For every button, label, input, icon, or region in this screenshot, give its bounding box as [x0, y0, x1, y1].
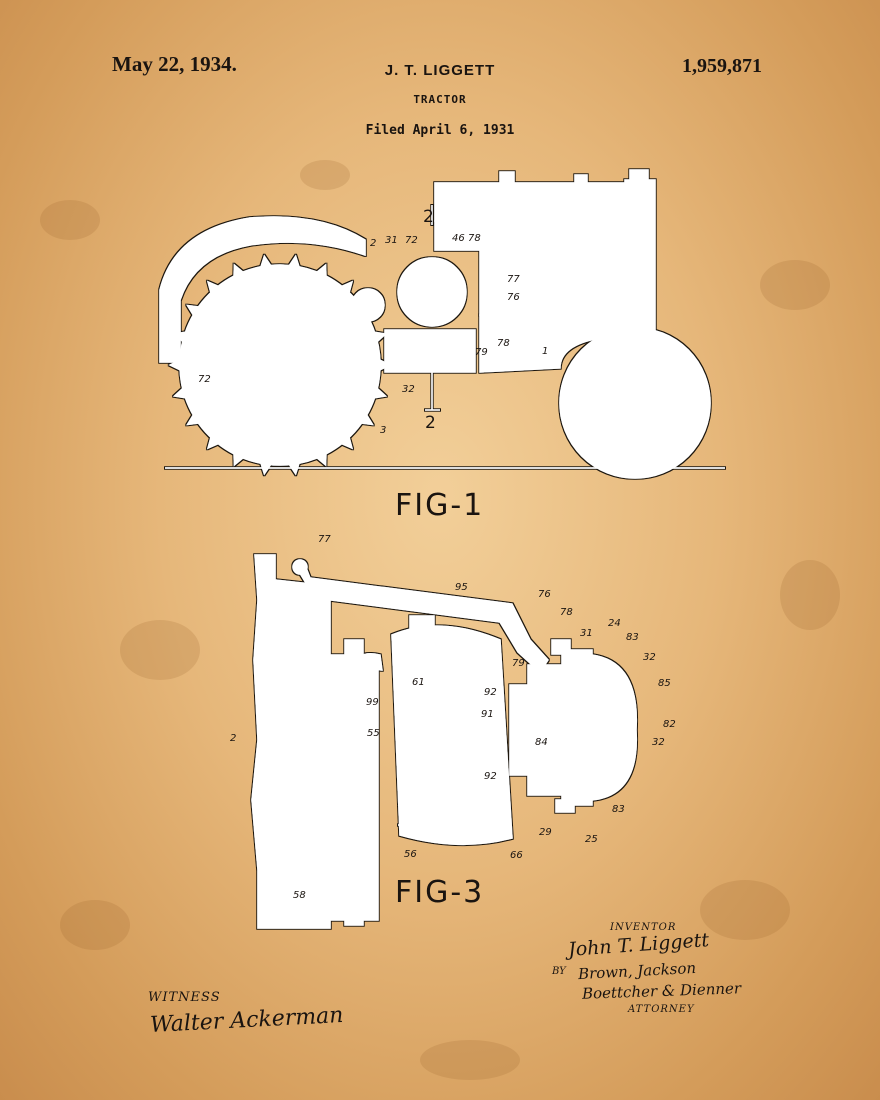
- inventor-name: J. T. LIGGETT: [384, 62, 496, 79]
- fig1-ref: 46: [452, 233, 465, 244]
- fig3-ref: 55: [367, 728, 380, 739]
- wheel-spoke: [646, 374, 693, 398]
- fig3-ref: 31: [580, 628, 593, 639]
- wheel-spoke: [304, 337, 364, 358]
- wheel-spoke: [227, 385, 266, 437]
- witness-label: WITNESS: [148, 990, 221, 1005]
- wheel-spoke: [252, 281, 273, 341]
- fig3-ref: 95: [455, 582, 468, 593]
- fig1-tractor: [159, 169, 725, 479]
- wheel-spoke: [208, 312, 260, 351]
- wheel-spoke: [294, 385, 333, 437]
- fig1-ref: 78: [497, 338, 510, 349]
- fig3-ref: 84: [535, 737, 548, 748]
- wheel-spoke: [196, 372, 256, 393]
- fig3-ref: 61: [412, 677, 425, 688]
- fig1-ref: 3: [380, 425, 386, 436]
- fig1-ref: 77: [507, 274, 520, 285]
- wheel-spoke: [577, 408, 624, 432]
- fig1-ref: 2: [370, 238, 376, 249]
- fig3-ref: 25: [585, 834, 598, 845]
- fig1-ref: 1: [542, 346, 548, 357]
- fig3-detail: [251, 554, 638, 929]
- fig3-ref: 83: [612, 804, 625, 815]
- wheel-spoke: [642, 352, 676, 394]
- fig3-ref: 32: [643, 652, 656, 663]
- wheel-spoke: [594, 412, 628, 454]
- wheel-spoke: [304, 372, 364, 393]
- fig1-ref: 78: [468, 233, 481, 244]
- fig3-label: FIG-3: [395, 875, 484, 910]
- patent-title: TRACTOR: [413, 93, 467, 106]
- fig3-ref: 92: [484, 687, 497, 698]
- fig3-ref: 66: [510, 850, 523, 861]
- by-label: BY: [552, 966, 566, 977]
- wheel-spoke: [300, 379, 352, 418]
- fig3-ref: 83: [626, 632, 639, 643]
- fig3-ref: 29: [539, 827, 552, 838]
- wheel-spoke: [300, 312, 352, 351]
- wheel-spoke: [642, 412, 676, 454]
- wheel-spoke: [646, 408, 693, 432]
- fig1-ref: 31: [385, 235, 398, 246]
- section-mark-top: 2: [423, 207, 434, 227]
- fig3-ref: 92: [484, 771, 497, 782]
- fig1-ref: 72: [405, 235, 418, 246]
- wheel-spoke: [252, 389, 273, 449]
- fig1-ref: 76: [507, 292, 520, 303]
- fig3-ref: 56: [404, 849, 417, 860]
- wheel-spoke: [637, 415, 650, 466]
- wheel-spoke: [208, 379, 260, 418]
- fig1-ref: 32: [402, 384, 415, 395]
- fig3-ref: 24: [608, 618, 621, 629]
- fig1-label: FIG-1: [395, 488, 484, 523]
- fig3-ref: 32: [652, 737, 665, 748]
- wheel-spoke: [227, 293, 266, 345]
- fig3-ref: 58: [293, 890, 306, 901]
- wheel-spoke: [287, 281, 308, 341]
- fig3-ref: 79: [512, 658, 525, 669]
- fig3-ref: 2: [230, 733, 236, 744]
- fig3-labels: 77 95 76 78 24 31 83 32 85 79 92 82 99 6…: [230, 534, 676, 901]
- wheel-spoke: [620, 340, 633, 391]
- wheel-spoke: [637, 340, 650, 391]
- inventor-label: INVENTOR: [610, 922, 677, 933]
- fig3-ref: 91: [481, 709, 494, 720]
- fig3-ref: 77: [318, 534, 331, 545]
- wheel-spoke: [577, 374, 624, 398]
- fig1-ref: 72: [198, 374, 211, 385]
- fig1-ref: 79: [475, 347, 488, 358]
- wheel-spoke: [196, 337, 256, 358]
- patent-number: 1,959,871: [682, 55, 762, 77]
- fig3-ref: 76: [538, 589, 551, 600]
- section-mark-bottom: 2: [425, 413, 436, 433]
- wheel-spoke: [294, 293, 333, 345]
- attorney-label: ATTORNEY: [628, 1004, 695, 1015]
- fig3-ref: 78: [560, 607, 573, 618]
- wheel-spoke: [620, 415, 633, 466]
- fig3-ref: 99: [366, 697, 379, 708]
- fig3-ref: 85: [658, 678, 671, 689]
- filed-date: Filed April 6, 1931: [365, 123, 515, 138]
- fig3-ref: 82: [663, 719, 676, 730]
- patent-date: May 22, 1934.: [112, 52, 237, 76]
- wheel-spoke: [287, 389, 308, 449]
- fig1-labels: 2 31 72 46 78 77 76 78 79 1 32 3 72 2 2: [198, 207, 548, 436]
- wheel-spoke: [594, 352, 628, 394]
